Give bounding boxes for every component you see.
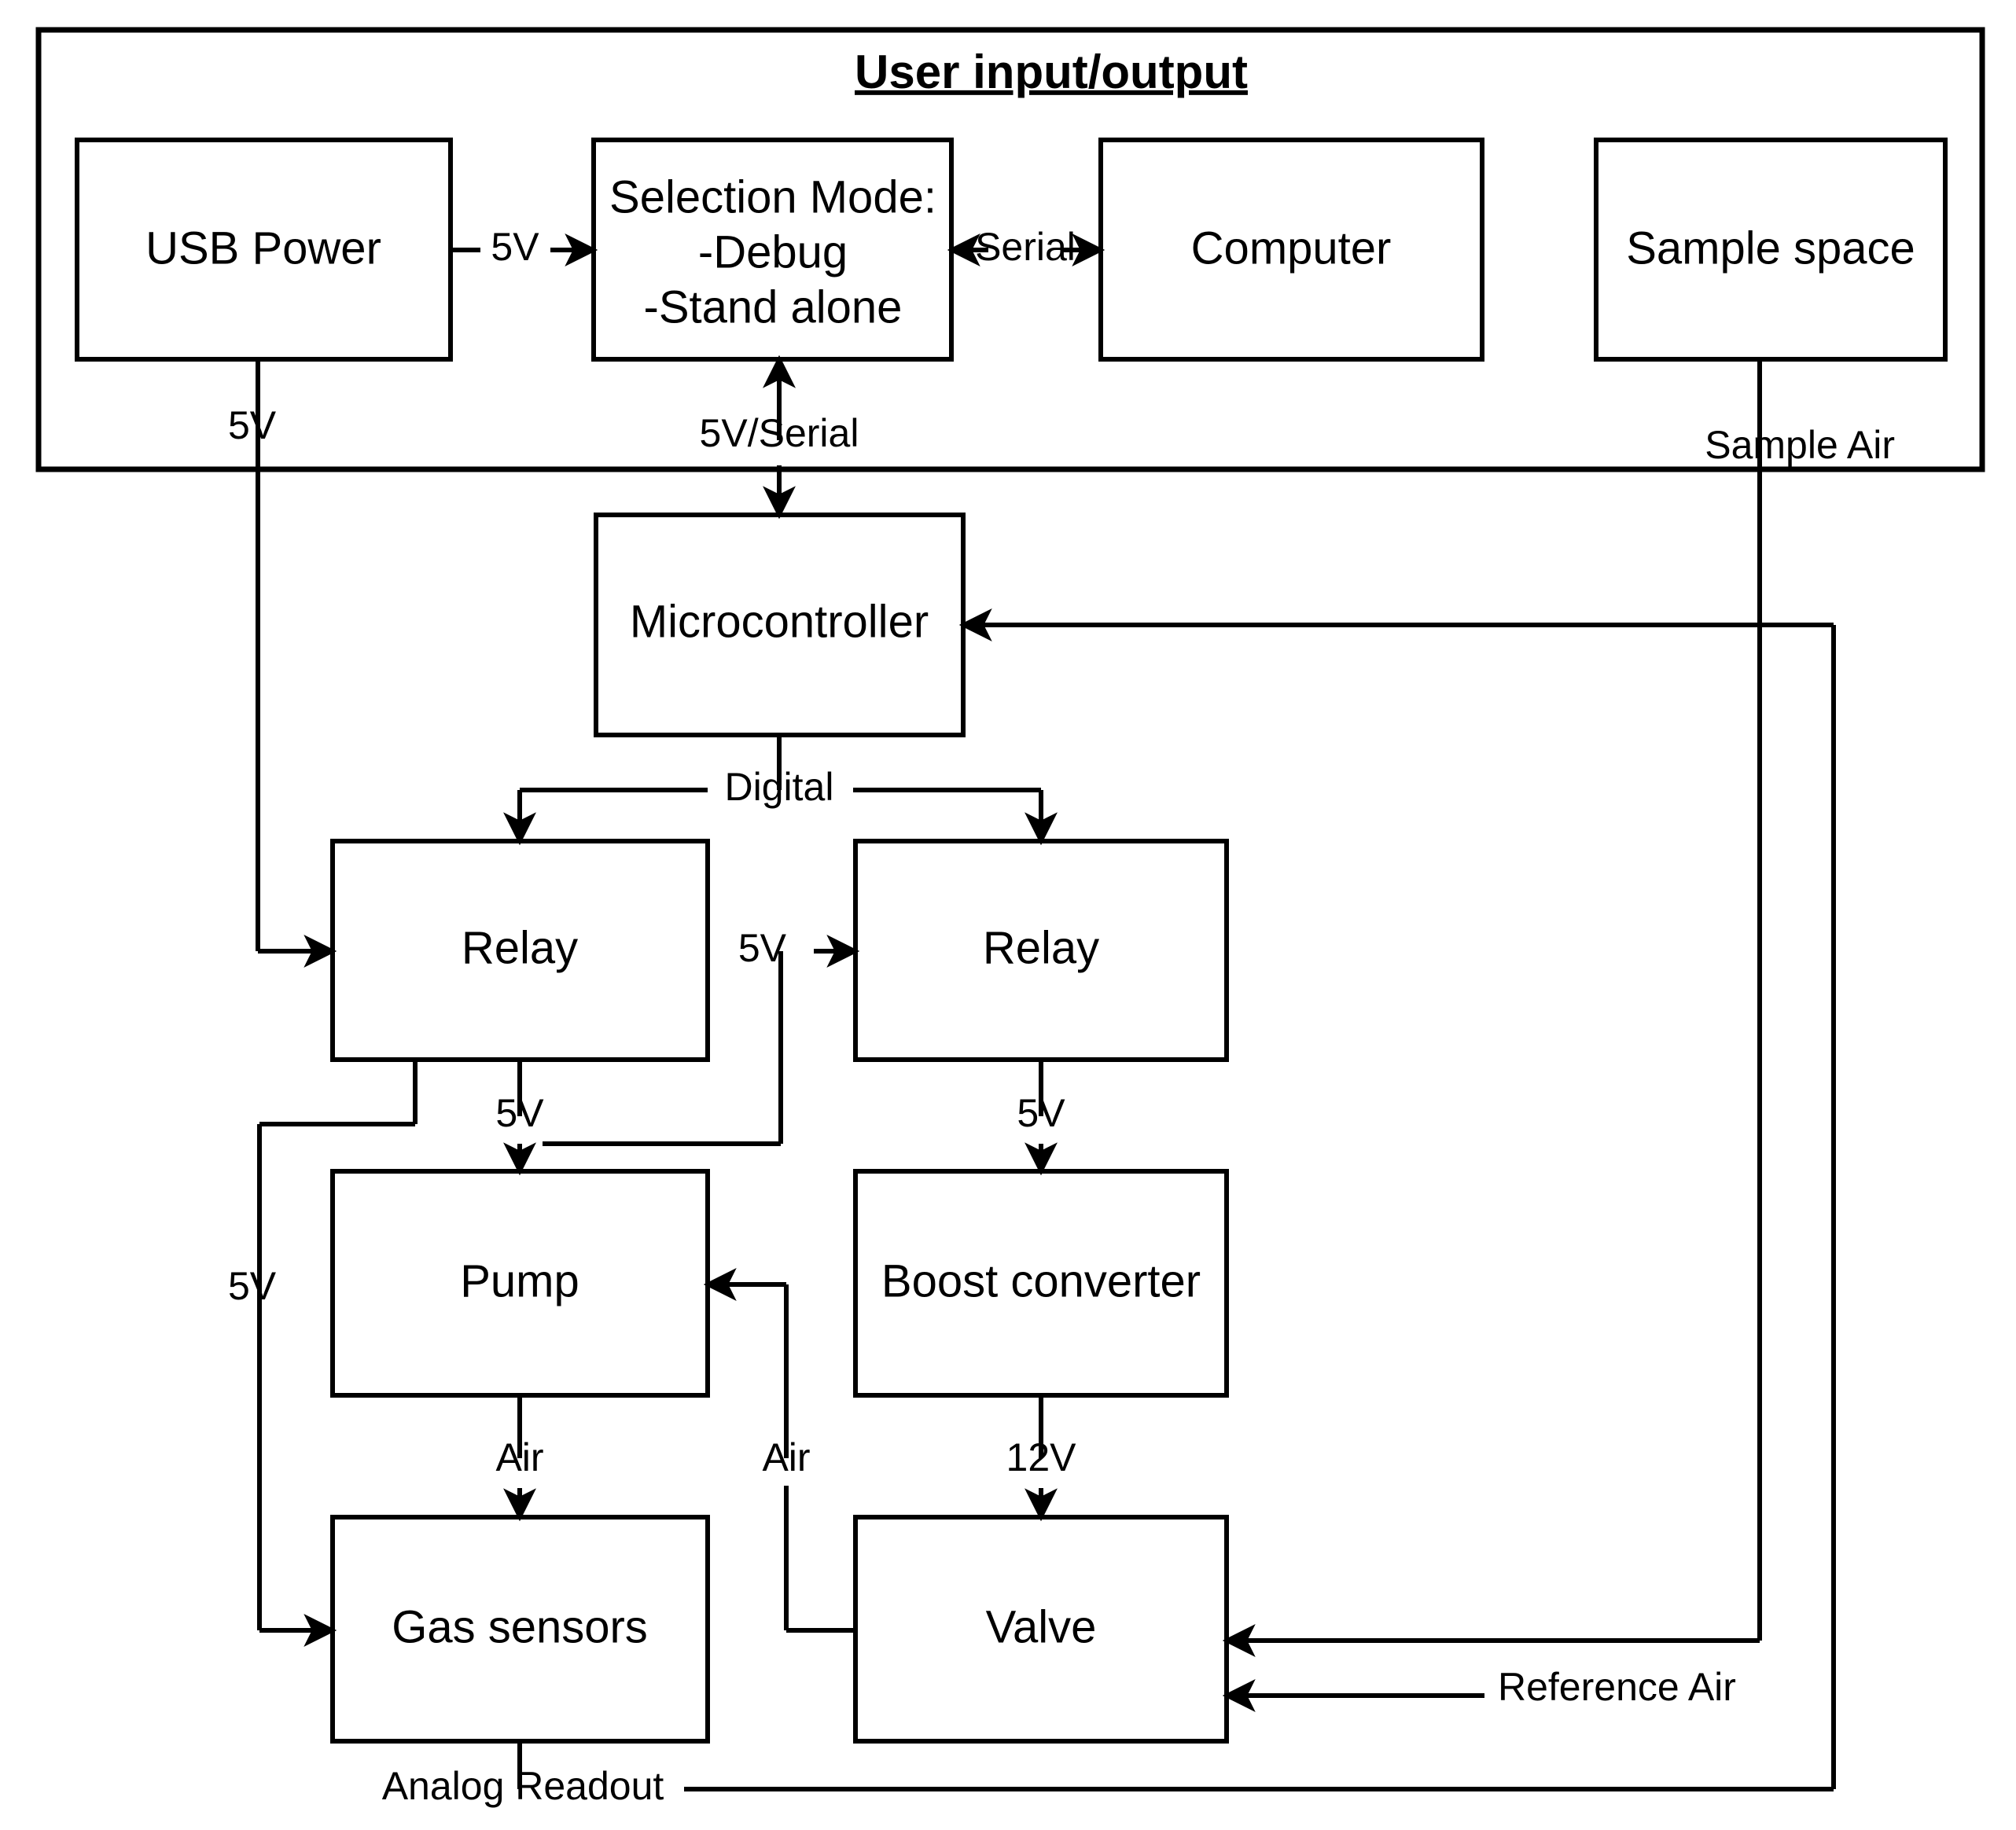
block-label-relay-right: Relay <box>983 922 1099 973</box>
edge-label-gas-sensors-5v: 5V <box>228 1264 277 1308</box>
edge-label-pump-air: Air <box>495 1435 543 1479</box>
block-label-boost-converter: Boost converter <box>881 1255 1201 1306</box>
edge-label-boost-12v: 12V <box>1006 1435 1077 1479</box>
block-label-selection-mode: Selection Mode: <box>609 171 936 222</box>
block-valve[interactable] <box>853 1515 1229 1744</box>
block-gas-sensors[interactable] <box>330 1515 710 1744</box>
block-sample-space[interactable] <box>1594 138 1948 362</box>
edge-label-serial: Serial <box>975 225 1076 269</box>
edge-label-usb-to-selection: 5V <box>491 225 539 269</box>
block-label-gas-sensors: Gas sensors <box>392 1601 648 1652</box>
edge-label-relay-left-to-pump-5v: 5V <box>495 1091 544 1135</box>
block-label-usb-power: USB Power <box>145 222 381 274</box>
block-label-selection-mode-debug: -Debug <box>698 226 848 277</box>
group-title-user-io: User input/output <box>855 46 1248 98</box>
block-computer[interactable] <box>1098 138 1484 362</box>
edge-label-sample-air: Sample Air <box>1705 423 1895 467</box>
edge-label-relay-right-to-boost-5v: 5V <box>1017 1091 1065 1135</box>
block-pump[interactable] <box>330 1169 710 1398</box>
edge-label-valve-air: Air <box>762 1435 810 1479</box>
edge-label-relay-right-5v: 5V <box>738 926 787 970</box>
block-label-sample-space: Sample space <box>1626 222 1915 274</box>
block-boost-converter[interactable] <box>853 1169 1229 1398</box>
block-label-microcontroller: Microcontroller <box>630 596 929 647</box>
block-label-valve: Valve <box>986 1601 1097 1652</box>
edge-label-reference-air: Reference Air <box>1498 1665 1736 1709</box>
block-label-computer: Computer <box>1191 222 1392 274</box>
block-usb-power[interactable] <box>75 138 453 362</box>
edge-label-digital: Digital <box>725 765 834 809</box>
edge-label-analog-readout: Analog Readout <box>382 1764 664 1808</box>
edge-label-5v-serial: 5V/Serial <box>700 411 859 455</box>
block-selection-mode[interactable] <box>591 138 954 362</box>
group-frame-user-io <box>35 27 1985 472</box>
block-label-selection-mode-standalone: -Stand alone <box>644 281 903 333</box>
block-label-pump: Pump <box>460 1255 579 1306</box>
edge-label-usb-down-5v: 5V <box>228 403 277 447</box>
block-label-relay-left: Relay <box>462 922 578 973</box>
